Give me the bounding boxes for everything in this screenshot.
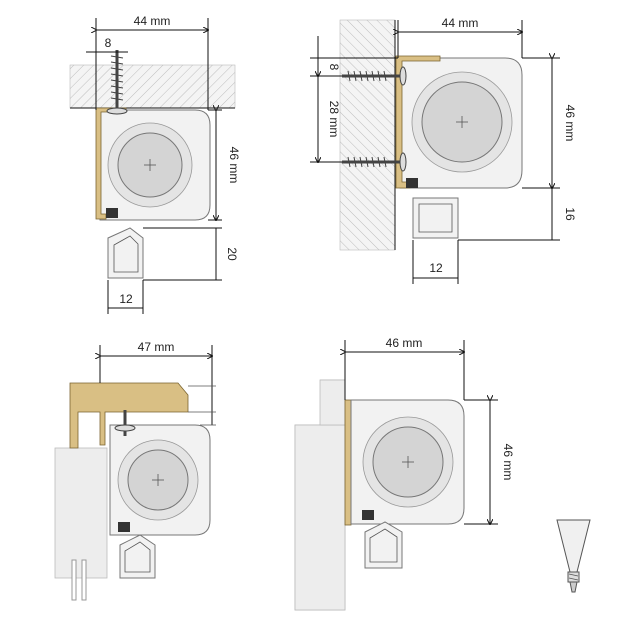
width-label-2: 44 mm bbox=[442, 16, 479, 30]
top-offset-label: 8 bbox=[327, 64, 341, 71]
height-label-4: 46 mm bbox=[501, 444, 515, 481]
ceiling bbox=[69, 64, 236, 109]
wall-mount-diagram: 44 mm 8 28 mm 46 mm 16 12 bbox=[310, 16, 577, 284]
guide-rail-2 bbox=[412, 197, 459, 239]
screw-icon bbox=[342, 152, 407, 172]
window-frame bbox=[54, 447, 108, 579]
screw-icon bbox=[114, 410, 136, 436]
rail-height-label-2: 16 bbox=[563, 207, 577, 221]
width-label-3: 47 mm bbox=[138, 340, 175, 354]
clamp-bracket bbox=[69, 382, 189, 449]
rail-width-label-2: 12 bbox=[429, 261, 443, 275]
screw-icon bbox=[342, 66, 407, 86]
rail-width-label: 12 bbox=[119, 292, 133, 306]
clip bbox=[106, 208, 118, 218]
screw-spacing-label: 28 mm bbox=[327, 101, 341, 138]
height-label: 46 mm bbox=[227, 147, 241, 184]
glue-tube-icon bbox=[556, 519, 591, 593]
guide-rail-4 bbox=[364, 521, 403, 569]
height-label-2: 46 mm bbox=[563, 105, 577, 142]
rail-height-label: 20 bbox=[225, 247, 239, 261]
width-label: 44 mm bbox=[134, 14, 171, 28]
adhesive-mount-diagram: 46 mm 46 mm bbox=[294, 336, 515, 611]
screw-icon bbox=[106, 50, 128, 115]
wall bbox=[339, 19, 396, 251]
frame-mount-diagram: 47 mm bbox=[54, 340, 216, 601]
screw-offset-label: 8 bbox=[105, 36, 112, 50]
guide-rail-3 bbox=[119, 534, 156, 579]
adhesive-strip bbox=[344, 399, 352, 526]
width-label-4: 46 mm bbox=[386, 336, 423, 350]
ceiling-mount-diagram: 44 mm 8 46 mm 20 12 bbox=[69, 14, 241, 314]
